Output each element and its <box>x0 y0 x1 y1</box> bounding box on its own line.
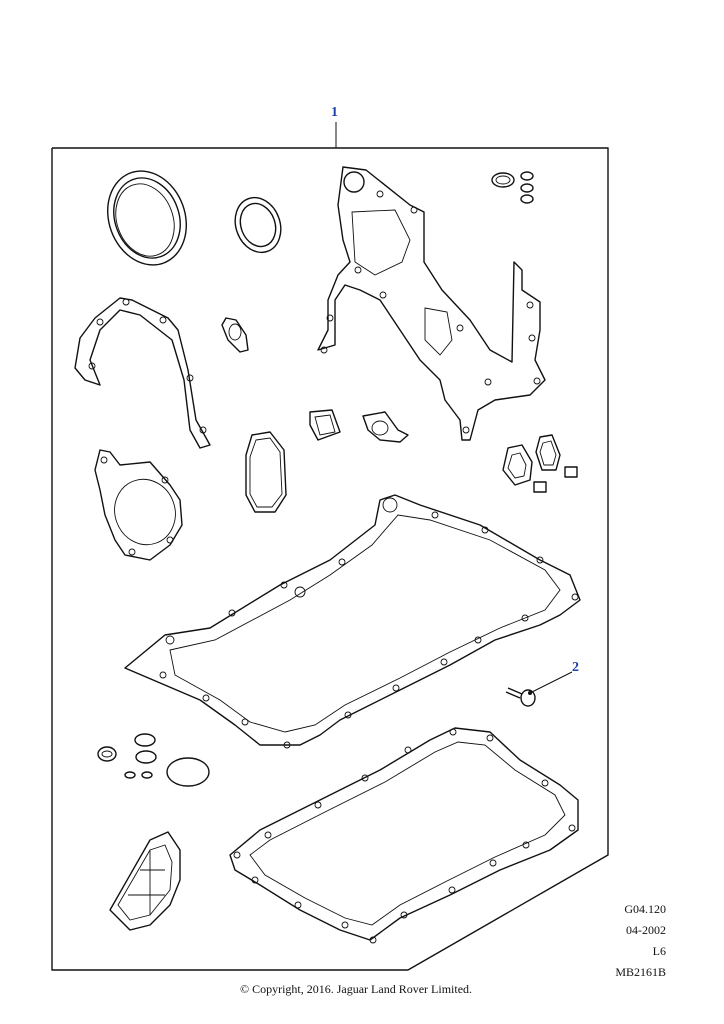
kit-frame <box>51 147 609 971</box>
crankshaft-front-seal <box>234 196 282 254</box>
rear-cover-gasket <box>74 297 211 449</box>
oil-pan-lower-gasket <box>229 727 579 944</box>
thermostat-gasket <box>309 409 341 441</box>
oil-filter-housing-gasket <box>109 831 181 931</box>
water-pump-gasket <box>245 431 287 513</box>
bolt <box>505 687 536 707</box>
o-ring-set-bottom <box>97 733 210 787</box>
front-cover-gasket <box>94 449 183 561</box>
sensor-gasket <box>221 317 249 353</box>
crankshaft-rear-seal <box>106 170 188 266</box>
timing-cover-gasket <box>317 166 546 441</box>
drawing-variant: L6 <box>652 944 666 958</box>
drawing-code: MB2161B <box>615 965 666 979</box>
o-ring-set-top <box>491 171 534 204</box>
leader-dot-2 <box>528 691 532 695</box>
callout-2: 2 <box>572 660 579 675</box>
oil-pan-upper-gasket <box>124 494 581 749</box>
leader-line-2 <box>529 671 573 694</box>
flange-gasket <box>362 411 409 443</box>
oil-pump-gaskets <box>502 434 578 493</box>
callout-1: 1 <box>331 105 338 120</box>
drawing-date: 04-2002 <box>626 923 666 937</box>
drawing-ref: G04.120 <box>624 902 666 916</box>
copyright-notice: © Copyright, 2016. Jaguar Land Rover Lim… <box>239 982 473 996</box>
